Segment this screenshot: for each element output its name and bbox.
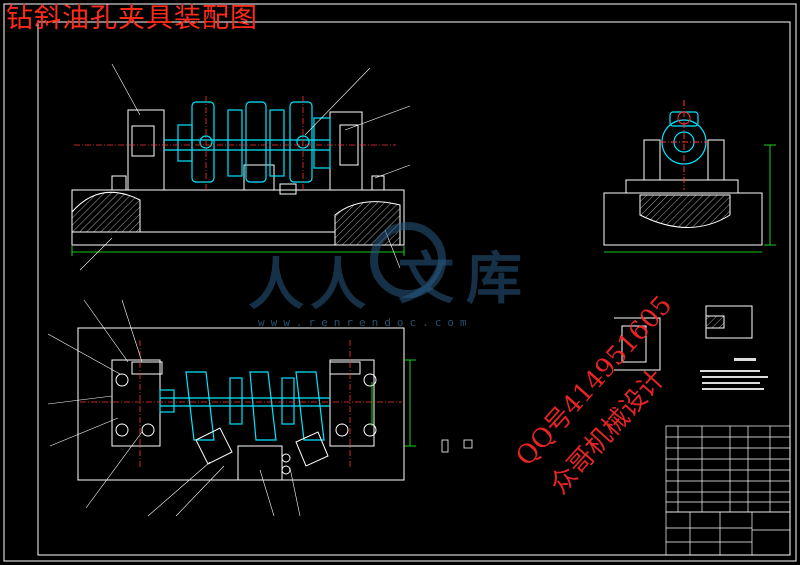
top-view-drill-guides	[195, 427, 329, 467]
top-view	[77, 327, 405, 481]
bill-of-materials	[665, 425, 791, 513]
drawing-title: 钻斜油孔夹具装配图	[6, 3, 258, 34]
top-view-workpiece	[159, 371, 330, 441]
front-view-dimensions	[71, 246, 405, 256]
outer-frame	[3, 3, 797, 562]
side-view-dimensions	[604, 144, 776, 253]
front-view	[71, 109, 405, 246]
side-view	[603, 139, 763, 246]
front-view-centerlines	[74, 96, 396, 190]
top-view-centerlines	[80, 340, 402, 468]
detail-view-bushing	[705, 305, 753, 339]
detail-view-section	[614, 317, 661, 371]
title-block	[665, 511, 791, 556]
inner-frame	[37, 21, 791, 556]
top-view-dimensions	[371, 359, 416, 447]
watermark-url: www.renrendoc.com	[258, 316, 473, 329]
technical-notes	[700, 358, 768, 390]
front-view-workpiece	[164, 101, 331, 183]
side-view-hole	[660, 100, 708, 190]
loose-pin-parts	[441, 439, 473, 453]
top-view-leaders	[47, 299, 301, 517]
